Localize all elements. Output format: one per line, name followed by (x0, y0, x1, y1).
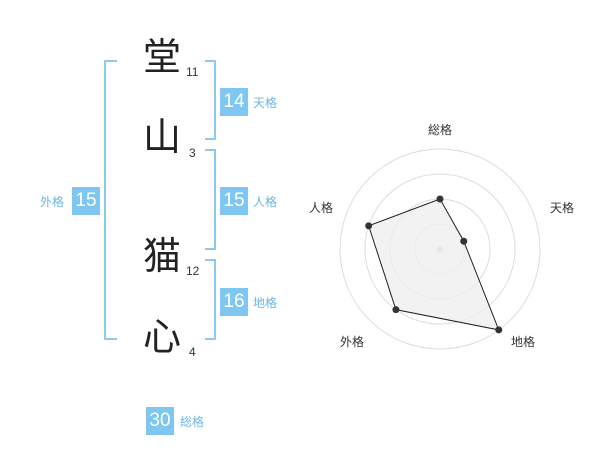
gaikaku-bracket (104, 60, 117, 340)
radar-point-1 (436, 195, 444, 203)
radar-label-tenkaku: 天格 (550, 201, 575, 215)
stroke-count-1: 11 (186, 65, 199, 79)
jinkaku-bracket (205, 149, 216, 250)
tenkaku-bracket (205, 60, 216, 140)
tenkaku-value: 14 (220, 88, 248, 116)
soukaku-label: 総格 (180, 415, 205, 429)
radar-label-jinkaku: 人格 (309, 201, 334, 215)
radar-point-4 (392, 306, 400, 314)
radar-ring (339, 148, 541, 350)
tenkaku-label: 天格 (253, 96, 278, 110)
radar-point-3 (495, 326, 503, 334)
stroke-count-3: 12 (186, 264, 200, 278)
chikaku-bracket (205, 259, 216, 340)
chikaku-label: 地格 (253, 296, 278, 310)
soukaku-value: 30 (146, 407, 174, 435)
radar-label-gaikaku: 外格 (340, 335, 365, 349)
name-char-4: 心 (142, 315, 181, 359)
radar-area (368, 198, 500, 331)
jinkaku-value: 15 (220, 187, 248, 215)
radar-label-soukaku: 総格 (428, 123, 453, 137)
radar-ring (364, 173, 516, 325)
jinkaku-label: 人格 (253, 195, 278, 209)
name-char-3: 猫 (142, 234, 181, 278)
gaikaku-value: 15 (72, 187, 100, 215)
stroke-count-4: 4 (189, 345, 196, 359)
gaikaku-label: 外格 (40, 195, 65, 209)
name-char-1: 堂 (142, 35, 181, 79)
radar-point-2 (460, 237, 468, 245)
radar-point-5 (365, 222, 373, 230)
name-char-2: 山 (142, 115, 181, 159)
radar-label-chikaku: 地格 (511, 335, 536, 349)
chikaku-value: 16 (220, 288, 248, 316)
stroke-count-2: 3 (189, 146, 196, 160)
